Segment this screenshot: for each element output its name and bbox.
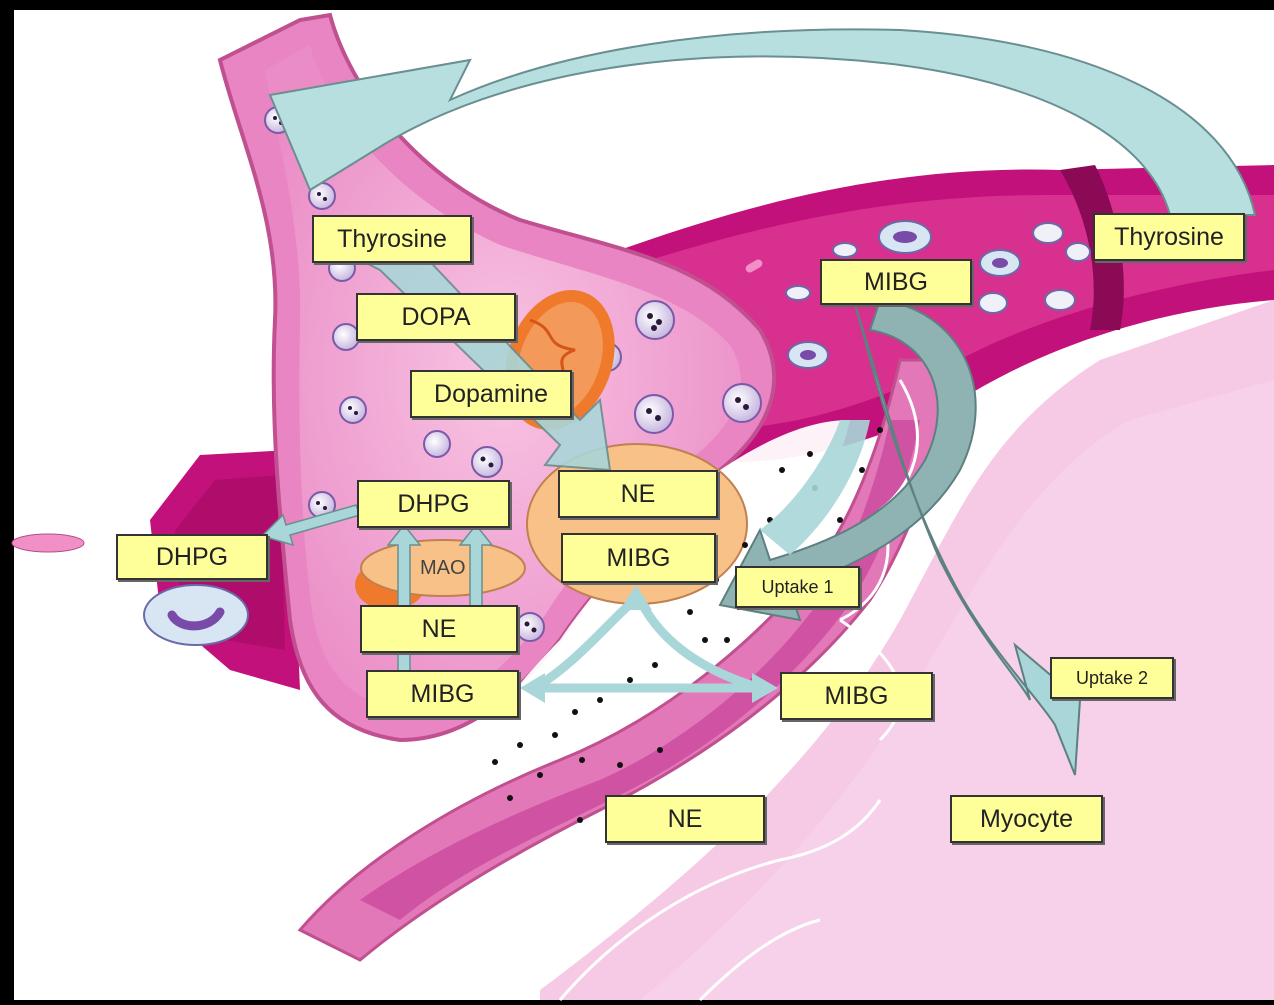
label-thyrosine-neuron: Thyrosine bbox=[312, 215, 472, 263]
label-dopamine: Dopamine bbox=[410, 370, 572, 418]
red-blood-cell-left bbox=[12, 534, 84, 552]
label-ne-cleft: NE bbox=[605, 795, 765, 843]
label-ne-cytosol: NE bbox=[360, 605, 518, 653]
label-mibg-vesicle: MIBG bbox=[561, 533, 716, 583]
label-dhpg-outer: DHPG bbox=[116, 534, 268, 580]
label-uptake1: Uptake 1 bbox=[735, 566, 860, 608]
label-mao: MAO bbox=[420, 557, 466, 580]
label-mibg-cleft: MIBG bbox=[780, 672, 933, 720]
label-ne-vesicle: NE bbox=[558, 470, 718, 518]
label-dopa: DOPA bbox=[356, 293, 516, 341]
label-dhpg-inner: DHPG bbox=[357, 480, 510, 528]
label-myocyte: Myocyte bbox=[950, 795, 1103, 843]
label-uptake2: Uptake 2 bbox=[1050, 657, 1174, 699]
label-mibg-blood: MIBG bbox=[820, 259, 972, 305]
label-mibg-cytosol: MIBG bbox=[366, 670, 519, 718]
label-thyrosine-blood: Thyrosine bbox=[1093, 213, 1245, 261]
